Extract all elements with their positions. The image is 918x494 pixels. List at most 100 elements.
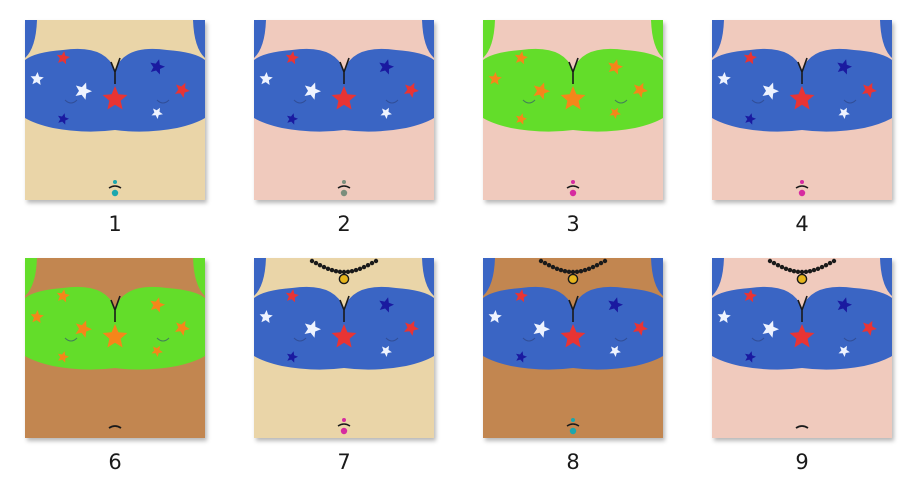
thumbnail-image[interactable]: [25, 258, 205, 438]
necklace-bead: [578, 269, 584, 274]
bikini-cup-left: [712, 48, 802, 132]
piercing-top-bead: [342, 418, 346, 422]
navel-line: [795, 185, 809, 189]
cup-curve-right: [156, 99, 170, 104]
piercing-bottom-bead: [340, 427, 348, 435]
star-mark: [259, 310, 273, 323]
piercing-bottom-bead: [798, 189, 806, 197]
star-mark: [743, 289, 757, 303]
star-mark: [151, 107, 163, 119]
navel-line: [566, 185, 580, 189]
necklace-bead: [787, 267, 793, 273]
strap-left: [25, 20, 37, 58]
thumbnail-item[interactable]: 3: [483, 20, 663, 256]
thumbnail-image[interactable]: [483, 258, 663, 438]
necklace-bead: [325, 266, 331, 271]
star-mark: [259, 72, 273, 85]
thumbnail-label: 2: [337, 212, 351, 236]
star-mark: [404, 320, 419, 336]
star-mark: [304, 320, 321, 338]
star-mark: [75, 320, 92, 338]
necklace-bead: [783, 266, 789, 271]
piercing-bottom-bead: [569, 427, 577, 435]
thumbnail-label: 6: [108, 450, 122, 474]
thumbnail-image[interactable]: [712, 258, 892, 438]
thumbnail-item[interactable]: 9: [712, 258, 892, 494]
star-mark: [633, 82, 648, 98]
cup-curve-right: [156, 337, 170, 342]
star-mark: [609, 345, 621, 357]
necklace-bead: [602, 258, 608, 264]
necklace-bead: [771, 260, 777, 266]
thumbnail-item[interactable]: 1: [25, 20, 205, 256]
navel-line: [795, 425, 809, 429]
necklace-bead: [554, 266, 560, 271]
thumbnail-item[interactable]: 2: [254, 20, 434, 256]
thumbnail-item[interactable]: 4: [712, 20, 892, 256]
cup-curve-left: [293, 337, 307, 342]
cup-curve-right: [843, 337, 857, 342]
bikini-cup-left: [254, 286, 344, 370]
thumbnail-illustration: [254, 20, 434, 200]
necklace-bead: [365, 263, 371, 268]
necklace-bead: [361, 264, 367, 270]
strap-left: [712, 20, 724, 58]
thumbnail-image[interactable]: [483, 20, 663, 200]
cleavage-line: [110, 57, 121, 84]
thumbnail-image[interactable]: [25, 20, 205, 200]
necklace-bead: [353, 267, 359, 273]
piercing-top-bead: [113, 180, 117, 184]
necklace-bead: [349, 269, 355, 274]
star-mark: [838, 107, 850, 119]
star-mark: [30, 72, 44, 85]
necklace-bead: [566, 269, 572, 274]
necklace-bead: [341, 269, 347, 275]
necklace-bead: [767, 258, 773, 264]
necklace-bead: [823, 263, 829, 268]
star-mark: [304, 82, 321, 100]
star-mark: [745, 113, 756, 125]
necklace-bead: [562, 269, 568, 274]
star-mark: [331, 86, 357, 110]
star-mark: [30, 310, 44, 323]
star-mark: [58, 113, 69, 125]
necklace-bead: [811, 267, 817, 273]
necklace-bead: [558, 267, 564, 273]
thumbnail-image[interactable]: [254, 20, 434, 200]
cleavage-line: [110, 295, 121, 322]
thumbnail-item[interactable]: 7: [254, 258, 434, 494]
piercing-top-bead: [800, 180, 804, 184]
thumbnail-image[interactable]: [254, 258, 434, 438]
star-mark: [745, 351, 756, 363]
thumbnail-image[interactable]: [712, 20, 892, 200]
strap-right: [422, 20, 434, 58]
strap-right: [651, 258, 663, 296]
bikini-cup-right: [802, 286, 892, 370]
bikini-cup-right: [344, 286, 434, 370]
thumbnail-item[interactable]: 6: [25, 258, 205, 494]
cleavage-line: [797, 57, 808, 84]
star-mark: [762, 82, 779, 100]
thumbnail-item[interactable]: 8: [483, 258, 663, 494]
cup-curve-left: [751, 99, 765, 104]
bikini-cup-right: [573, 286, 663, 370]
necklace-bead: [574, 269, 580, 274]
necklace-bead: [590, 264, 596, 270]
strap-left: [483, 20, 495, 58]
bikini-cup-right: [802, 48, 892, 132]
star-mark: [287, 351, 298, 363]
star-mark: [75, 82, 92, 100]
cup-curve-left: [293, 99, 307, 104]
bikini-cup-left: [254, 48, 344, 132]
star-mark: [150, 297, 165, 313]
star-mark: [514, 51, 528, 65]
cup-curve-left: [751, 337, 765, 342]
cleavage-line: [797, 295, 808, 322]
star-mark: [331, 324, 357, 348]
star-mark: [862, 320, 877, 336]
cleavage-line: [568, 57, 579, 84]
star-mark: [608, 59, 623, 75]
necklace-bead: [337, 269, 343, 274]
necklace-bead: [570, 269, 576, 275]
necklace-bead: [586, 266, 592, 271]
